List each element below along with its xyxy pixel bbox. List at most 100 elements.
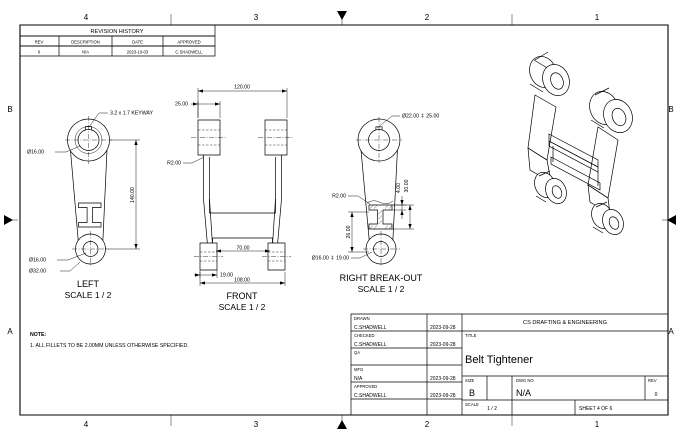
zone-top-2: 2 <box>425 13 430 22</box>
revision-col-description: DESCRIPTION <box>71 40 100 45</box>
left-top-bore-text: Ø16.00 <box>27 150 44 156</box>
left-keyway-text: 3.2 x 1.7 KEYWAY <box>110 111 153 117</box>
zone-top-3: 3 <box>254 13 259 22</box>
left-ibeam-section <box>79 203 102 227</box>
approval-role-qa: QA <box>354 350 360 355</box>
right-web-thk-text: 4.00 <box>396 183 402 193</box>
size-value: B <box>469 388 475 398</box>
left-bottom-bore-text: Ø16.00 <box>29 258 46 264</box>
front-dim-fillet: R2.00 <box>167 157 204 167</box>
left-dim-boss-od: Ø32.00 <box>29 262 80 275</box>
right-flange-text: 30.00 <box>404 179 410 192</box>
approval-role-drawn: DRAWN <box>354 316 370 321</box>
scale-label: SCALE <box>465 402 479 407</box>
iso-web-bottom <box>551 157 600 190</box>
approval-date-approved: 2023-09-28 <box>430 393 456 399</box>
view-left: 3.2 x 1.7 KEYWAY Ø16.00 Ø16.00 Ø32.00 14… <box>27 111 153 301</box>
right-breakout-boundary <box>367 201 393 204</box>
left-view-scale: SCALE 1 / 2 <box>65 290 112 300</box>
right-view-label: RIGHT BREAK-OUT <box>340 273 423 283</box>
left-view-label: LEFT <box>77 279 100 289</box>
iso-left-bore <box>548 71 565 91</box>
rev-value: 0 <box>655 392 658 398</box>
right-web-height-text: 26.00 <box>346 225 352 238</box>
zone-bottom-3: 3 <box>254 420 259 429</box>
iso-left-foot-bore <box>550 184 563 199</box>
front-dim-lower-width: 108.00 <box>200 272 285 286</box>
right-dim-web-height: 26.00 <box>346 212 369 252</box>
revision-history-title: REVISION HISTORY <box>91 29 144 35</box>
approval-role-mfg: MFG <box>354 367 363 372</box>
approvals-table: DRAWN C.SHADWELL 2023-09-28 CHECKED C.SH… <box>351 316 462 399</box>
revision-cell-description: N/A <box>82 50 89 55</box>
right-dim-flange: 30.00 <box>392 179 414 229</box>
front-boss-width-text: 25.00 <box>175 102 188 108</box>
size-label: SIZE <box>465 378 475 383</box>
approval-date-mfg: 2023-09-28 <box>430 376 456 382</box>
revision-col-date: DATE <box>132 40 143 45</box>
right-dim-fillet: R2.00 <box>332 194 370 205</box>
zone-markers-right: B A <box>662 105 676 336</box>
zone-bottom-4: 4 <box>84 420 89 429</box>
left-dim-bottom-bore: Ø16.00 <box>29 253 86 264</box>
iso-right-bore <box>610 106 629 128</box>
notes-item-1: 1. ALL FILLETS TO BE 2.00MM UNLESS OTHER… <box>30 343 189 349</box>
approval-name-mfg: N/A <box>354 376 363 382</box>
right-view-scale: SCALE 1 / 2 <box>358 284 405 294</box>
approval-role-approved: APPROVED <box>354 384 377 389</box>
revision-col-approved: APPROVED <box>177 40 200 45</box>
zone-top-4: 4 <box>84 13 89 22</box>
rev-label: REV <box>648 378 657 383</box>
zone-bottom-2: 2 <box>425 420 430 429</box>
approval-date-checked: 2023-09-28 <box>430 342 456 348</box>
revision-col-rev: REV <box>35 40 44 45</box>
title-label: TITLE <box>465 333 477 338</box>
right-bottom-hole-text: Ø16.00 ↧ 19.00 <box>312 256 349 262</box>
revision-cell-approved: C.SHADWELL <box>175 50 203 55</box>
approval-name-approved: C.SHADWELL <box>354 393 387 399</box>
front-view-label: FRONT <box>227 291 258 301</box>
right-top-hole-text: Ø22.00 ↧ 25.00 <box>402 114 439 120</box>
front-view-scale: SCALE 1 / 2 <box>219 302 266 312</box>
title-block: DRAWN C.SHADWELL 2023-09-28 CHECKED C.SH… <box>351 314 668 415</box>
approval-date-drawn: 2023-09-28 <box>430 325 456 331</box>
left-dim-keyway: 3.2 x 1.7 KEYWAY <box>89 111 153 128</box>
notes-block: NOTE: 1. ALL FILLETS TO BE 2.00MM UNLESS… <box>30 332 189 349</box>
front-dim-boss-width: 25.00 <box>175 101 220 118</box>
scale-value: 1 / 2 <box>487 406 497 412</box>
view-front: 120.00 25.00 R2.00 70.00 <box>167 85 294 312</box>
company-name: CS DRAFTING & ENGINEERING <box>523 320 607 326</box>
notes-heading: NOTE: <box>30 332 46 338</box>
right-dim-bottom-hole: Ø16.00 ↧ 19.00 <box>312 252 372 262</box>
zone-right-b: B <box>668 105 673 114</box>
sheet-border <box>20 25 668 415</box>
front-fillet-text: R2.00 <box>167 161 181 167</box>
front-foot-width-text: 19.00 <box>220 273 233 279</box>
approval-name-checked: C.SHADWELL <box>354 342 387 348</box>
zone-markers-left: B A <box>4 105 18 336</box>
zone-right-a: A <box>668 327 674 336</box>
right-dim-top-hole: Ø22.00 ↧ 25.00 <box>377 114 439 129</box>
approval-role-checked: CHECKED <box>354 333 374 338</box>
revision-cell-rev: 0 <box>38 50 41 55</box>
revision-cell-date: 2023-10-03 <box>127 50 149 55</box>
iso-right-foot-bore <box>607 215 620 230</box>
sheet-value: SHEET 4 OF 6 <box>579 406 612 412</box>
zone-markers-top: 4 3 2 1 <box>84 11 600 25</box>
view-isometric <box>525 52 637 238</box>
front-dim-inner-span: 70.00 <box>216 246 270 253</box>
zone-left-b: B <box>7 105 12 114</box>
drawing-title: Belt Tightener <box>465 354 533 366</box>
front-lower-width-text: 108.00 <box>234 278 250 284</box>
left-dim-top-bore: Ø16.00 <box>27 146 80 156</box>
left-dim-height: 140.00 <box>105 140 140 249</box>
view-right-breakout: Ø22.00 ↧ 25.00 R2.00 Ø16.00 ↧ 19.00 26.0… <box>312 114 440 295</box>
dwg-no-label: DWG NO <box>516 378 534 383</box>
left-boss-od-text: Ø32.00 <box>29 269 46 275</box>
front-web-lower <box>213 238 273 245</box>
zone-top-1: 1 <box>595 13 600 22</box>
zone-markers-bottom: 4 3 2 1 <box>84 415 600 429</box>
revision-row <box>20 46 215 56</box>
